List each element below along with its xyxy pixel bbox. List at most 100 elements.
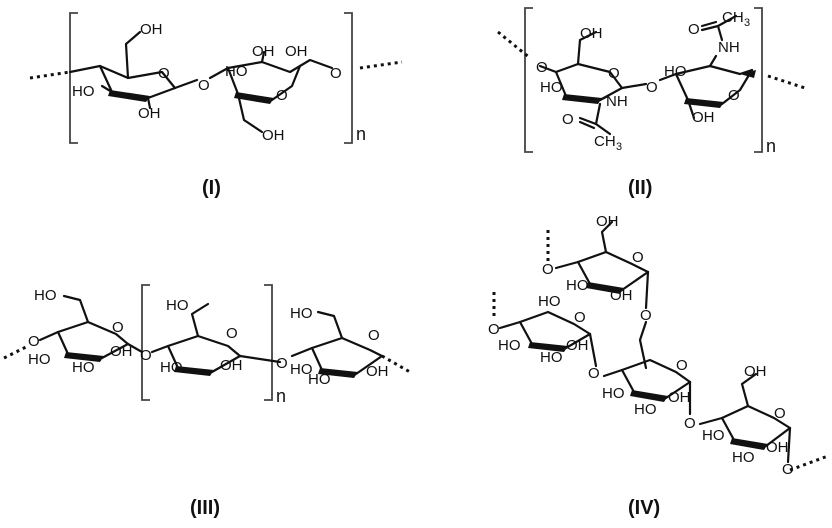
chain-continuation xyxy=(29,70,71,80)
ring-bond xyxy=(498,310,592,336)
wedge-bond xyxy=(318,368,358,378)
repeat-subscript-n: n xyxy=(766,136,776,156)
ho-label: HO xyxy=(540,79,563,96)
glycosidic-bond xyxy=(644,270,650,310)
chain-continuation xyxy=(789,454,829,472)
ho-label: HO xyxy=(160,359,183,376)
glycosidic-oxygen-label: O xyxy=(542,261,554,278)
bracket-right xyxy=(264,284,273,401)
wedge-bond xyxy=(64,352,104,362)
wedge-bond xyxy=(234,92,274,104)
wedge-bond xyxy=(562,94,602,104)
nh-label: NH xyxy=(718,39,740,56)
nh-label: NH xyxy=(606,93,628,110)
bracket-left xyxy=(141,284,150,401)
glycosidic-oxygen-label: O xyxy=(588,365,600,382)
oh-label: OH xyxy=(252,43,275,60)
carbonyl-bond xyxy=(700,20,720,32)
glycosidic-oxygen-label: O xyxy=(276,355,288,372)
ring-oxygen-label: O xyxy=(574,309,586,326)
chain-continuation xyxy=(767,74,806,90)
glycosidic-oxygen-label: O xyxy=(684,415,696,432)
glycosidic-oxygen-label: O xyxy=(140,347,152,364)
repeat-subscript-n: n xyxy=(356,124,366,144)
wedge-bond xyxy=(586,282,624,294)
caption-iv: (IV) xyxy=(628,497,660,519)
ch2oh-bond xyxy=(600,220,614,254)
oh-label: OH xyxy=(668,389,691,406)
ho-label: HO xyxy=(538,293,561,310)
glycosidic-bond xyxy=(173,78,199,90)
ho-label: HO xyxy=(540,349,563,366)
oh-label: OH xyxy=(138,105,161,122)
glycosidic-bond xyxy=(126,342,144,354)
ring-oxygen-label: O xyxy=(276,87,288,104)
glycosidic-bond xyxy=(620,82,648,90)
linker-bond xyxy=(638,320,648,370)
wedge-bond xyxy=(630,390,668,402)
ch2oh-bond xyxy=(62,294,90,324)
oh-bond xyxy=(298,58,334,70)
nh-bond xyxy=(708,54,718,68)
ring-oxygen-label: O xyxy=(608,65,620,82)
oh-label: OH xyxy=(610,287,633,304)
ho-label: HO xyxy=(225,63,248,80)
ring-oxygen-label: O xyxy=(226,325,238,342)
glycosidic-oxygen-label: O xyxy=(330,65,342,82)
oh-label: OH xyxy=(744,363,767,380)
ring-oxygen-label: O xyxy=(728,87,740,104)
chain-continuation xyxy=(381,354,411,374)
carbonyl-oxygen-label: O xyxy=(688,21,700,38)
ho-label: HO xyxy=(166,297,189,314)
chain-continuation xyxy=(359,60,403,70)
glycosidic-bond xyxy=(588,332,598,368)
oh-label: OH xyxy=(566,337,589,354)
ring-oxygen-label: O xyxy=(774,405,786,422)
ho-label: HO xyxy=(290,305,313,322)
glycosidic-oxygen-label: O xyxy=(488,321,500,338)
glycosidic-oxygen-label: O xyxy=(646,79,658,96)
ho-label: HO xyxy=(702,427,725,444)
bracket-left xyxy=(524,7,533,153)
caption-i: (I) xyxy=(202,177,221,199)
ring-bond xyxy=(208,60,302,80)
ch2oh-bond xyxy=(124,30,142,80)
glycosidic-oxygen-label: O xyxy=(536,59,548,76)
ring-bond xyxy=(602,358,692,384)
oh-label: OH xyxy=(596,213,619,230)
oh-label: OH xyxy=(285,43,308,60)
ring-oxygen-label: O xyxy=(632,249,644,266)
methyl-subscript: 3 xyxy=(744,17,750,29)
wedge-bond xyxy=(684,98,724,108)
ho-label: HO xyxy=(72,359,95,376)
ho-label: HO xyxy=(566,277,589,294)
oh-label: OH xyxy=(580,25,603,42)
ring-oxygen-label: O xyxy=(676,357,688,374)
methyl-label: CH xyxy=(722,9,744,26)
repeat-subscript-n: n xyxy=(276,386,286,406)
ch2oh-bond xyxy=(190,302,210,338)
carbonyl-bond xyxy=(578,116,598,130)
oh-label: OH xyxy=(220,357,243,374)
glycosidic-oxygen-label: O xyxy=(640,307,652,324)
carbonyl-oxygen-label: O xyxy=(562,111,574,128)
oh-label: OH xyxy=(140,21,163,38)
ho-label: HO xyxy=(602,385,625,402)
ho-label: HO xyxy=(308,371,331,388)
ho-label: HO xyxy=(498,337,521,354)
glycosidic-oxygen-label: O xyxy=(28,333,40,350)
ho-label: HO xyxy=(28,351,51,368)
structure-iv: OH O HO O OH O HO O HO O HO OH O O HO HO… xyxy=(488,213,829,519)
oh-label: OH xyxy=(366,363,389,380)
caption-iii: (III) xyxy=(190,497,220,519)
methyl-label: CH xyxy=(594,133,616,150)
wedge-bond xyxy=(740,70,756,78)
ch2oh-bond xyxy=(686,98,696,120)
chain-continuation xyxy=(3,344,29,360)
glycosidic-oxygen-label: O xyxy=(782,461,794,478)
ring-oxygen-label: O xyxy=(368,327,380,344)
ring-oxygen-label: O xyxy=(112,319,124,336)
structure-i: OH HO OH O O HO OH OH O O OH n (I) xyxy=(29,12,403,199)
ho-label: HO xyxy=(664,63,687,80)
wedge-bond xyxy=(528,342,568,352)
